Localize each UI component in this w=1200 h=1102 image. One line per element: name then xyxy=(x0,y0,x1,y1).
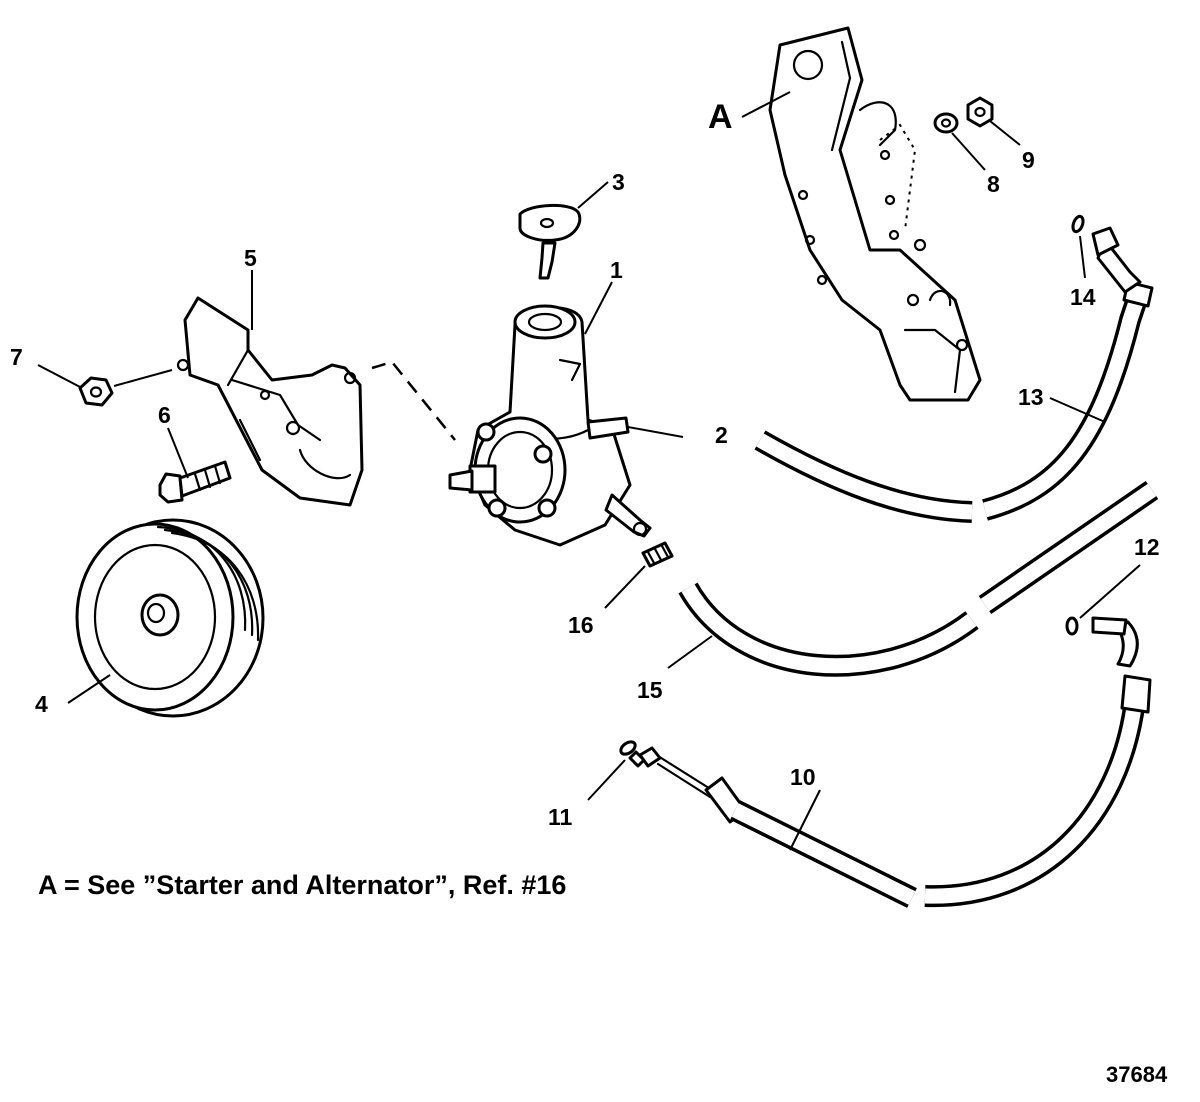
mounting-bracket-a xyxy=(768,26,982,402)
callout-9: 9 xyxy=(1022,147,1035,173)
washer xyxy=(933,112,959,134)
hose-10 xyxy=(628,616,1152,908)
callout-13: 13 xyxy=(1018,384,1044,410)
callout-1: 1 xyxy=(610,257,623,283)
pulley xyxy=(75,518,265,718)
leader-7b xyxy=(113,369,173,387)
o-ring-12 xyxy=(1065,616,1079,636)
leader-7 xyxy=(37,364,83,389)
callout-8: 8 xyxy=(987,171,1000,197)
leader-3 xyxy=(577,181,609,209)
callout-12: 12 xyxy=(1134,534,1160,560)
power-steering-pump xyxy=(448,304,652,547)
leader-11 xyxy=(587,759,626,801)
leader-8 xyxy=(951,132,986,171)
leader-10 xyxy=(789,789,821,851)
callout-15: 15 xyxy=(637,677,663,703)
pump-bracket xyxy=(176,296,364,507)
alignment-line xyxy=(371,360,456,441)
leader-9 xyxy=(989,120,1021,146)
leader-13 xyxy=(1049,397,1106,423)
nut-9 xyxy=(966,96,994,128)
reservoir-cap xyxy=(518,203,582,280)
callout-7: 7 xyxy=(10,344,23,370)
leader-2 xyxy=(627,426,684,438)
fitting xyxy=(641,541,674,568)
o-ring-11 xyxy=(619,740,637,756)
callout-6: 6 xyxy=(158,402,171,428)
leader-4 xyxy=(67,674,111,704)
bolt xyxy=(158,460,232,504)
callout-10: 10 xyxy=(790,764,816,790)
leader-16 xyxy=(604,565,646,609)
leader-15 xyxy=(667,635,713,669)
nut-7 xyxy=(78,376,114,407)
callout-4: 4 xyxy=(35,691,48,717)
figure-id: 37684 xyxy=(1106,1062,1168,1087)
reference-note: A = See ”Starter and Alternator”, Ref. #… xyxy=(38,870,567,900)
leader-1 xyxy=(584,281,613,335)
callout-3: 3 xyxy=(612,169,625,195)
callout-14: 14 xyxy=(1070,284,1096,310)
leader-a xyxy=(741,91,791,118)
leader-14 xyxy=(1079,235,1086,279)
o-ring-14 xyxy=(1071,214,1085,234)
callout-16: 16 xyxy=(568,612,594,638)
hose-15 xyxy=(678,480,1159,677)
callout-2: 2 xyxy=(715,422,728,448)
leader-12 xyxy=(1079,564,1141,619)
leader-6 xyxy=(167,427,189,479)
callout-11: 11 xyxy=(548,804,573,830)
hose-13 xyxy=(754,226,1154,523)
callout-5: 5 xyxy=(244,245,257,271)
callout-a: A xyxy=(708,98,733,136)
